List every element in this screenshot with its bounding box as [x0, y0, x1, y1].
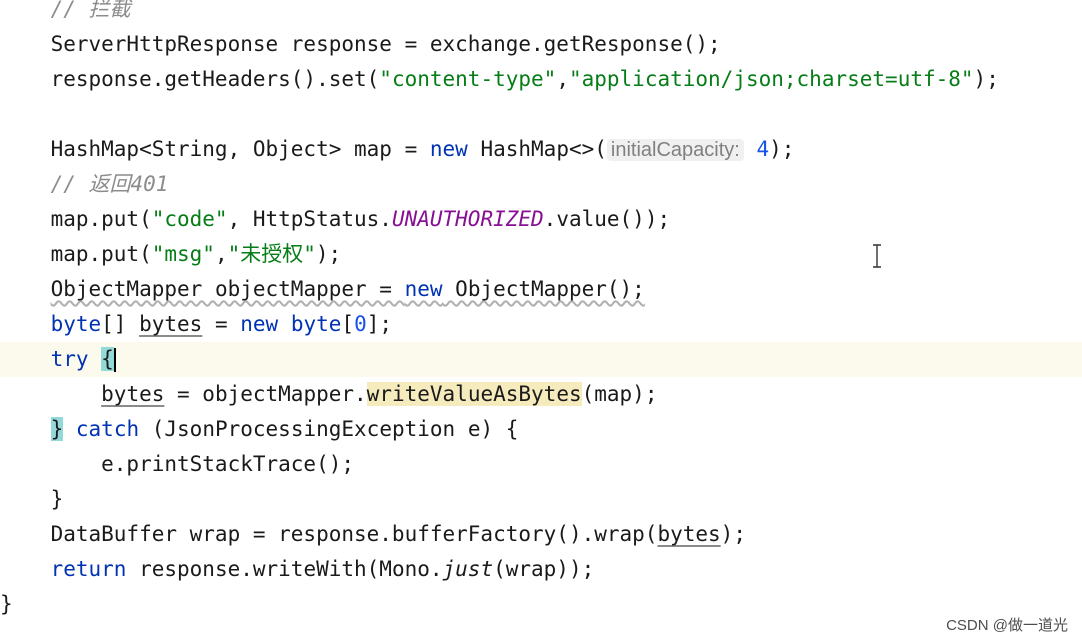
code-token: ObjectMapper objectMapper = [50, 277, 405, 301]
code-token: "msg" [151, 242, 215, 266]
code-token: ); [720, 522, 746, 546]
watermark: CSDN @做一道光 [946, 617, 1068, 634]
code-line[interactable]: } catch (JsonProcessingException e) { [0, 412, 1082, 447]
code-line[interactable]: map.put("msg","未授权"); [0, 237, 1082, 272]
code-token [0, 172, 51, 196]
code-token: 4 [756, 137, 770, 161]
code-line[interactable] [0, 97, 1082, 132]
code-line[interactable]: // 返回401 [0, 167, 1082, 202]
code-token: } [0, 487, 64, 511]
code-token: (JsonProcessingException e) { [139, 417, 519, 441]
code-line[interactable]: response.getHeaders().set("content-type"… [0, 62, 1082, 97]
code-token: = [202, 312, 241, 336]
code-token: UNAUTHORIZED [391, 207, 544, 231]
code-token: ); [973, 67, 999, 91]
code-token: // 拦截 [50, 0, 131, 21]
code-token: [ [341, 312, 355, 336]
code-token [744, 137, 757, 161]
code-token [0, 277, 51, 301]
code-token: return [50, 557, 127, 581]
code-token: ServerHttpResponse response = exchange.g… [0, 32, 721, 56]
code-token [0, 312, 51, 336]
code-token: ObjectMapper(); [442, 277, 645, 301]
text-cursor-icon [873, 244, 881, 268]
code-token: [] [101, 312, 140, 336]
code-line[interactable]: ServerHttpResponse response = exchange.g… [0, 27, 1082, 62]
code-token: , [556, 67, 569, 91]
code-line[interactable]: map.put("code", HttpStatus.UNAUTHORIZED.… [0, 202, 1082, 237]
code-token: catch [75, 417, 140, 441]
code-token: .value()); [543, 207, 671, 231]
code-token: "content-type" [379, 67, 557, 91]
code-token: new [404, 277, 443, 301]
code-token: e.printStackTrace(); [0, 452, 355, 476]
code-token: ); [315, 242, 342, 266]
code-token [63, 417, 76, 441]
code-token: new [240, 312, 279, 336]
code-line[interactable]: e.printStackTrace(); [0, 447, 1082, 482]
code-token: DataBuffer wrap = response.bufferFactory… [0, 522, 658, 546]
code-token [0, 382, 101, 406]
code-line[interactable]: } [0, 587, 1082, 622]
code-token: "未授权" [227, 242, 316, 266]
code-line[interactable]: byte[] bytes = new byte[0]; [0, 307, 1082, 342]
code-token: "application/json;charset=utf-8" [568, 67, 974, 91]
code-token: bytes [657, 522, 721, 546]
code-token: } [0, 592, 13, 616]
code-token: ); [769, 137, 795, 161]
code-token: HashMap<>( [467, 137, 607, 161]
code-token: // 返回401 [50, 172, 169, 196]
code-token: 0 [354, 312, 367, 336]
code-token: , HttpStatus. [227, 207, 392, 231]
code-token: { [101, 347, 114, 371]
code-token: = objectMapper. [164, 382, 367, 406]
code-token: byte [290, 312, 342, 336]
code-token [0, 557, 51, 581]
code-line[interactable]: try { [0, 342, 1082, 377]
code-token: } [50, 417, 64, 441]
code-line[interactable]: // 拦截 [0, 0, 1082, 27]
parameter-hint: initialCapacity: [606, 139, 744, 161]
code-token: (map); [581, 382, 658, 406]
code-token: just [442, 557, 494, 581]
code-line[interactable]: bytes = objectMapper.writeValueAsBytes(m… [0, 377, 1082, 412]
code-token: HashMap<String, Object> map = [0, 137, 430, 161]
code-token: new [429, 137, 468, 161]
code-token: try [50, 347, 89, 371]
code-line[interactable]: ObjectMapper objectMapper = new ObjectMa… [0, 272, 1082, 307]
code-token: ]; [366, 312, 393, 336]
code-token: writeValueAsBytes [366, 382, 582, 406]
code-token: bytes [139, 312, 203, 336]
code-token: response.writeWith(Mono. [126, 557, 443, 581]
code-line[interactable]: } [0, 482, 1082, 517]
code-token [278, 312, 291, 336]
text-caret [113, 348, 116, 372]
code-line[interactable]: return response.writeWith(Mono.just(wrap… [0, 552, 1082, 587]
code-token: (wrap)); [493, 557, 595, 581]
code-token: response.getHeaders().set( [0, 67, 380, 91]
code-token [0, 0, 51, 21]
code-token: , [214, 242, 228, 266]
code-token [0, 417, 51, 441]
code-token: byte [50, 312, 102, 336]
code-token [89, 347, 102, 371]
code-token: map.put( [0, 242, 152, 266]
code-token: "code" [151, 207, 228, 231]
code-line[interactable]: HashMap<String, Object> map = new HashMa… [0, 132, 1082, 167]
code-token: bytes [101, 382, 165, 406]
code-token: map.put( [0, 207, 152, 231]
code-line[interactable]: DataBuffer wrap = response.bufferFactory… [0, 517, 1082, 552]
code-token [0, 347, 51, 371]
